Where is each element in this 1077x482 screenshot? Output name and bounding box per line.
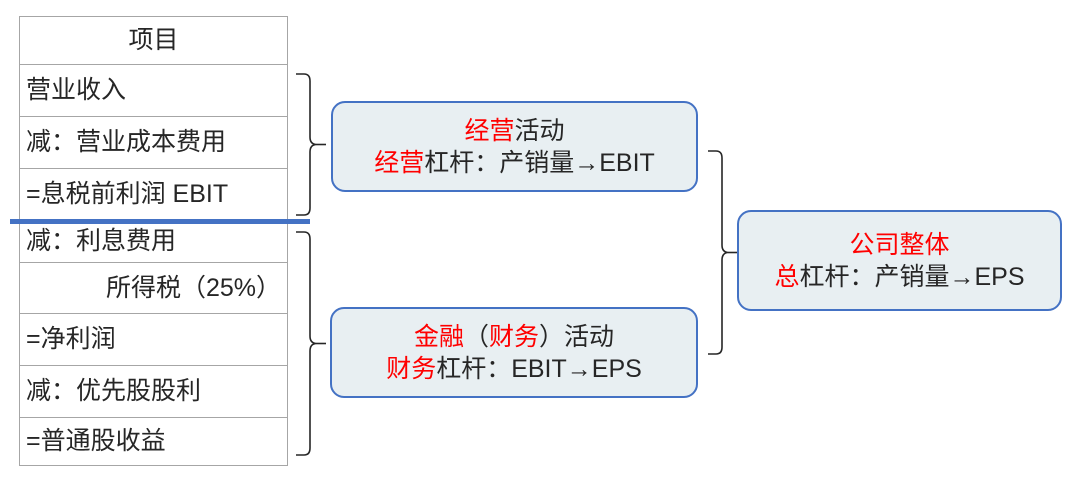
table-row-header: 项目 xyxy=(19,16,288,65)
table-row: 减：营业成本费用 xyxy=(19,116,288,169)
callout-operating-line2-rest: 杠杆：产销量→EBIT xyxy=(424,148,655,177)
brace-financial-section xyxy=(296,231,326,456)
table-cell-net-profit: =净利润 xyxy=(19,313,288,366)
callout-total-company[interactable]: 公司整体 总杠杆：产销量→EPS xyxy=(737,210,1062,311)
table-cell-common-earnings: =普通股收益 xyxy=(19,417,288,466)
ebit-divider-rule xyxy=(10,219,310,224)
table-header-cell: 项目 xyxy=(19,16,288,65)
table-row: =普通股收益 xyxy=(19,417,288,466)
callout-financial-line1-highlight-b: 财务 xyxy=(489,322,540,351)
table-row: 营业收入 xyxy=(19,64,288,117)
callout-operating-line1-highlight: 经营 xyxy=(464,116,515,145)
table-row: 减：利息费用 xyxy=(19,219,288,263)
table-cell-operating-cost: 减：营业成本费用 xyxy=(19,116,288,169)
callout-total-line2: 总杠杆：产销量→EPS xyxy=(774,261,1024,293)
callout-total-line2-highlight: 总 xyxy=(774,262,800,291)
table-row: 减：优先股股利 xyxy=(19,365,288,418)
table-body: 项目 营业收入 减：营业成本费用 =息税前利润 EBIT 减：利息费用 所得税（… xyxy=(19,16,288,466)
callout-financial-line2-rest: 杠杆：EBIT→EPS xyxy=(436,354,642,383)
callout-financial-line1-rest: ）活动 xyxy=(539,322,615,351)
callout-financial-line2-highlight: 财务 xyxy=(386,354,437,383)
callout-operating-line1-rest: 活动 xyxy=(514,116,565,145)
table-row: 所得税（25%） xyxy=(19,262,288,314)
income-statement-table: 项目 营业收入 减：营业成本费用 =息税前利润 EBIT 减：利息费用 所得税（… xyxy=(19,16,288,466)
table-cell-ebit: =息税前利润 EBIT xyxy=(19,168,288,220)
brace-combined-leverage xyxy=(708,150,738,355)
table-row: =息税前利润 EBIT xyxy=(19,168,288,220)
callout-operating-line2-highlight: 经营 xyxy=(374,148,425,177)
table-cell-interest-expense: 减：利息费用 xyxy=(19,219,288,263)
callout-financial-line1-paren-open: （ xyxy=(463,322,489,351)
brace-operating-section xyxy=(296,73,326,216)
callout-operating-activity[interactable]: 经营活动 经营杠杆：产销量→EBIT xyxy=(331,101,698,192)
table-cell-preferred-dividend: 减：优先股股利 xyxy=(19,365,288,418)
table-cell-revenue: 营业收入 xyxy=(19,64,288,117)
callout-total-line2-rest: 杠杆：产销量→EPS xyxy=(799,262,1025,291)
callout-operating-line2: 经营杠杆：产销量→EBIT xyxy=(374,147,655,179)
callout-financial-line2: 财务杠杆：EBIT→EPS xyxy=(386,353,642,385)
callout-financial-line1: 金融（财务）活动 xyxy=(414,321,614,353)
callout-financial-line1-highlight-a: 金融 xyxy=(413,322,464,351)
callout-total-line1: 公司整体 xyxy=(849,230,950,259)
callout-financial-activity[interactable]: 金融（财务）活动 财务杠杆：EBIT→EPS xyxy=(330,307,698,398)
table-cell-income-tax: 所得税（25%） xyxy=(19,262,288,314)
table-row: =净利润 xyxy=(19,313,288,366)
callout-operating-line1: 经营活动 xyxy=(464,115,564,147)
